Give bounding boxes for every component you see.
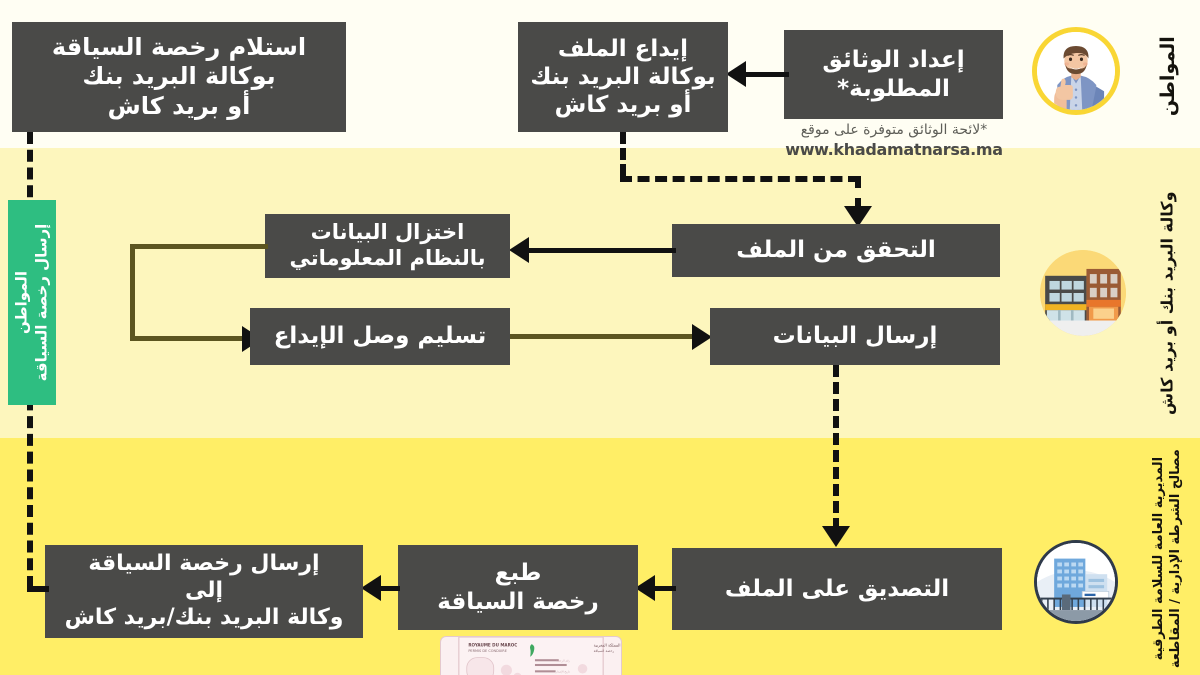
box-send-licence[interactable]: إرسال رخصة السياقة إلى وكالة البريد بنك/… [45, 545, 363, 638]
lane-label-authority: المديرية العامة للسلامة الطرقية مصالح ال… [1136, 448, 1198, 670]
footnote-line-1: *لائحة الوثائق متوفرة على موقع [800, 122, 988, 138]
arrowhead-certify-to-print [635, 575, 655, 601]
svg-text:تاريخ الإصدار: تاريخ الإصدار [555, 671, 570, 675]
arrowhead-senddata-to-certify [822, 526, 850, 547]
dashed-deposit-down [620, 132, 626, 176]
svg-text:PERMIS DE CONDUIRE: PERMIS DE CONDUIRE [468, 649, 507, 653]
arrowhead-prepare-to-deposit [726, 61, 746, 87]
svg-text:ROYAUME DU MAROC: ROYAUME DU MAROC [468, 643, 517, 648]
loop-into-receipt-segment [130, 336, 250, 341]
lane-label-authority-line-2: مصالح الشرطة الإدارية / المقاطعة [1167, 449, 1182, 669]
box-prepare-documents[interactable]: إعداد الوثائق المطلوبة* [784, 30, 1003, 119]
svg-text:رخصة السياقة: رخصة السياقة [594, 649, 615, 653]
lane-label-citizen-text: المواطن [1156, 36, 1179, 116]
dashed-deposit-across [620, 176, 860, 182]
arrowhead-print-to-sendlicence [361, 575, 381, 601]
box-certify-file[interactable]: التصديق على الملف [672, 548, 1002, 630]
box-deposit-file[interactable]: إيداع الملف بوكالة البريد بنك أو بريد كا… [518, 22, 728, 132]
green-badge-line-1: المواطن [12, 271, 31, 335]
post-office-building-avatar [1040, 250, 1126, 336]
lane-label-citizen: المواطن [1146, 20, 1190, 132]
driving-licence-card-image: ROYAUME DU MAROC PERMIS DE CONDUIRE المم… [440, 636, 622, 675]
dashed-sendlicence-left [27, 586, 49, 592]
svg-text:رقم الرخصة: رقم الرخصة [556, 660, 570, 663]
connector-receipt-to-senddata [510, 334, 696, 339]
loop-vertical-segment [130, 244, 135, 340]
box-reduce-data[interactable]: اختزال البيانات بالنظام المعلوماتي [265, 214, 510, 278]
citizen-thumbs-up-avatar [1032, 27, 1120, 115]
box-receive-licence[interactable]: استلام رخصة السياقة بوكالة البريد بنك أو… [12, 22, 346, 132]
lane-label-agency-text: وكالة البريد بنك أو بريد كاش [1157, 191, 1177, 415]
green-badge-text: المواطن إرسال رخصة السياقة [13, 224, 52, 382]
dashed-senddata-to-certify [833, 365, 839, 530]
arrowhead-receipt-to-senddata [692, 324, 712, 350]
footnote-line-2: www.khadamatnarsa.ma [785, 139, 1003, 159]
green-badge-citizen-send-licence: المواطن إرسال رخصة السياقة [8, 200, 56, 405]
box-verify-file[interactable]: التحقق من الملف [672, 224, 1000, 277]
dashed-to-verify-down [855, 176, 861, 210]
connector-print-to-sendlicence [380, 586, 400, 591]
box-send-data[interactable]: إرسال البيانات [710, 308, 1000, 365]
green-badge-line-2: إرسال رخصة السياقة [32, 223, 50, 382]
box-print-licence[interactable]: طبع رخصة السياقة [398, 545, 638, 630]
arrowhead-to-verify [844, 206, 872, 227]
box-deliver-receipt[interactable]: تسليم وصل الإيداع [250, 308, 510, 365]
svg-text:المملكة المغربية: المملكة المغربية [594, 643, 621, 648]
lane-label-agency: وكالة البريد بنك أو بريد كاش [1140, 191, 1196, 415]
connector-verify-to-reduce [528, 248, 676, 253]
lane-label-authority-text: المديرية العامة للسلامة الطرقية مصالح ال… [1150, 450, 1183, 669]
lane-label-authority-line-1: المديرية العامة للسلامة الطرقية [1150, 457, 1166, 661]
connector-prepare-to-deposit [745, 72, 789, 77]
arrowhead-verify-to-reduce [509, 237, 529, 263]
footnote-documents-list: *لائحة الوثائق متوفرة على موقع www.khada… [770, 122, 1018, 160]
government-building-avatar [1034, 540, 1118, 624]
loop-reduce-left-segment [130, 244, 268, 249]
lane-band-agency [0, 148, 1200, 438]
connector-certify-to-print [654, 586, 676, 591]
